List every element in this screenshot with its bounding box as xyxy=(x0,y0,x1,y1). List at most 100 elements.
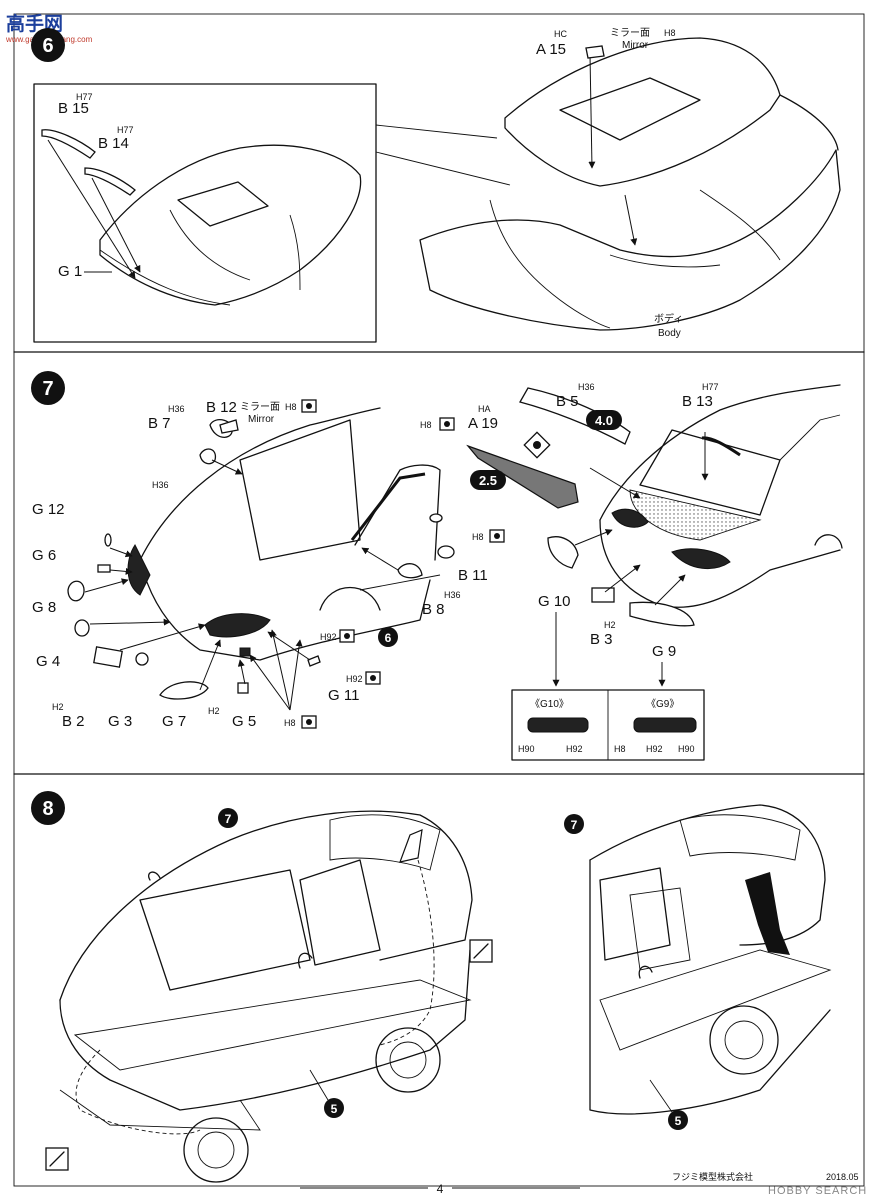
label-b13-h: H77 xyxy=(702,382,719,392)
chassis xyxy=(73,979,472,1071)
label-h92-b: H92 xyxy=(346,674,363,684)
roof-detail-box xyxy=(33,83,377,343)
leader-line xyxy=(649,1079,673,1113)
label-g5-h: H2 xyxy=(208,706,220,716)
leader-line xyxy=(375,151,511,186)
step-number-badge xyxy=(31,791,65,825)
g9-detail-part xyxy=(633,717,697,733)
tire-right xyxy=(709,1005,779,1075)
door-line xyxy=(609,254,721,268)
label-b7-h: H36 xyxy=(168,404,185,414)
label-a19: A 19 xyxy=(468,415,498,432)
guide-line xyxy=(75,1049,201,1135)
badge-4-0-text: 4.0 xyxy=(595,413,613,428)
company-name: フジミ模型株式会社 xyxy=(672,1171,753,1182)
label-b15-h: H77 xyxy=(76,92,93,102)
label-g11: G 11 xyxy=(328,687,359,704)
label-h8-bottom: H8 xyxy=(284,718,296,728)
label-g8: G 8 xyxy=(32,599,56,616)
step-number: 6 xyxy=(42,35,53,57)
detail-g9-h0: H8 xyxy=(614,744,626,754)
arrow xyxy=(624,194,638,246)
windshield xyxy=(139,869,311,991)
label-g9: G 9 xyxy=(652,643,676,660)
glue-icon xyxy=(469,939,493,963)
step-7: 7 xyxy=(31,371,843,761)
mix-icon xyxy=(301,715,317,729)
g5-part xyxy=(237,682,249,694)
rear-window xyxy=(639,429,781,516)
side-window xyxy=(299,859,381,966)
arrow xyxy=(249,654,291,711)
arrow xyxy=(574,529,613,546)
label-a15-h: HC xyxy=(554,29,567,39)
b2-part xyxy=(93,646,123,668)
detail-g10-h0: H90 xyxy=(518,744,535,754)
rear-wheel xyxy=(389,1041,427,1079)
b11-part xyxy=(437,545,455,559)
arrow xyxy=(654,574,686,606)
trunk-lid xyxy=(629,489,762,541)
detail-g10-h1: H92 xyxy=(566,744,583,754)
mix-icon xyxy=(523,431,551,459)
label-mirror-en: Mirror xyxy=(622,40,649,51)
label-b2: B 2 xyxy=(62,713,85,730)
glue-icon xyxy=(45,1147,69,1171)
arrow xyxy=(84,578,129,593)
g3-part xyxy=(135,652,149,666)
page-number: 4 xyxy=(437,1182,444,1196)
label-b5-h: H36 xyxy=(578,382,595,392)
roof-outline xyxy=(99,144,362,306)
badge-2-5 xyxy=(470,470,506,490)
leader-line xyxy=(309,1069,329,1101)
roof-top xyxy=(504,37,781,187)
ref-badge xyxy=(218,808,238,828)
car-body-top-right xyxy=(589,804,826,946)
mix-icon xyxy=(489,529,505,543)
arrow xyxy=(199,639,221,691)
ref-badge xyxy=(668,1110,688,1130)
ref-badge-text: 7 xyxy=(571,818,578,832)
g8-part xyxy=(67,580,85,602)
g10-detail-part xyxy=(527,717,589,733)
g11-part xyxy=(307,655,321,667)
rear-spoiler xyxy=(329,814,441,871)
detail-g10-title: 《G10》 xyxy=(530,698,569,710)
body-front xyxy=(139,559,431,661)
attach-arrow xyxy=(399,829,423,863)
mix-icon xyxy=(339,629,355,643)
g10-part xyxy=(547,536,579,569)
b7-base xyxy=(199,448,217,465)
arrow xyxy=(361,547,399,571)
front-tire xyxy=(183,1117,249,1183)
label-mirror-h: H8 xyxy=(664,28,676,38)
sunroof xyxy=(559,77,701,141)
badge-2-5-text: 2.5 xyxy=(479,473,497,488)
label-b2-h: H2 xyxy=(52,702,64,712)
detail-g9-title: 《G9》 xyxy=(646,698,679,710)
label-b12-mirror-en: Mirror xyxy=(248,414,275,425)
arrow xyxy=(267,631,311,661)
rear-spoiler-right xyxy=(679,814,801,861)
roof-line xyxy=(99,249,231,306)
leader-line xyxy=(375,124,498,139)
door-mirror xyxy=(148,871,161,881)
label-b12: B 12 xyxy=(206,399,237,416)
badge-4-0 xyxy=(586,410,622,430)
b8-mirror xyxy=(397,563,423,579)
step-8: 8 7 5 xyxy=(31,791,832,1183)
body-line xyxy=(359,574,441,591)
label-body-jp: ボディ xyxy=(654,312,683,325)
label-g6: G 6 xyxy=(32,547,56,564)
ref-badge xyxy=(564,814,584,834)
wheel-right xyxy=(724,1020,764,1060)
label-g12: G 12 xyxy=(32,501,65,518)
arrow xyxy=(47,139,136,279)
step-number: 7 xyxy=(42,378,53,400)
label-b12-h: H8 xyxy=(285,402,297,412)
a-pillar xyxy=(354,464,441,561)
ref-badge xyxy=(324,1098,344,1118)
door-seal xyxy=(350,472,426,541)
